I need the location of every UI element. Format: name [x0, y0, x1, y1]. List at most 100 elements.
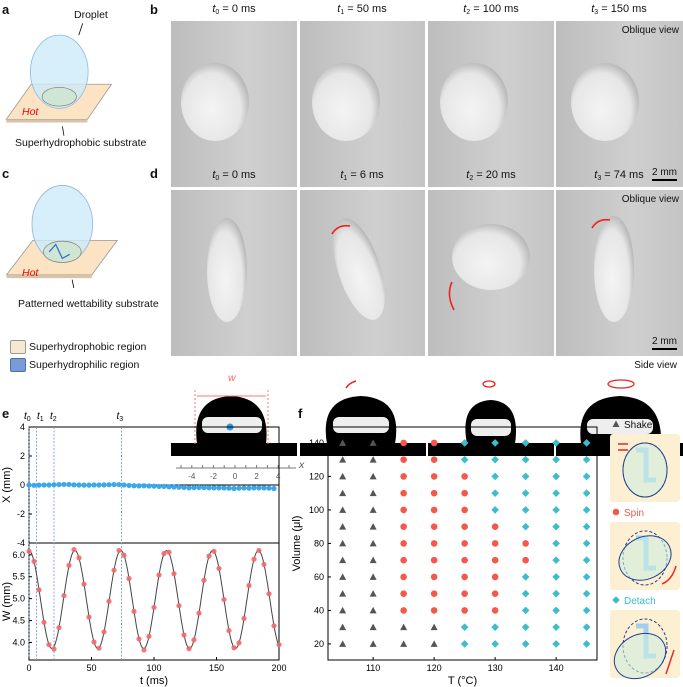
time-subscript: 2 [466, 9, 471, 16]
w-data-point [211, 548, 217, 554]
ruler-tick-label: -2 [210, 472, 218, 480]
x-data-point [56, 481, 62, 488]
view-label: Oblique view [621, 194, 679, 205]
data-point-detach [521, 640, 530, 648]
substrate-arrow [62, 126, 65, 136]
x-data-point [226, 485, 232, 491]
legend-label-shake: Shake [624, 420, 653, 431]
x-data-point [86, 482, 92, 488]
droplet-image [594, 216, 634, 322]
x-data-point [191, 485, 197, 491]
x-axis-title: t (ms) [140, 675, 168, 687]
data-point-spin [491, 573, 499, 581]
data-point-detach [491, 472, 499, 481]
ground [428, 443, 554, 456]
time-value: = 0 ms [219, 169, 256, 181]
data-point-detach [491, 506, 499, 514]
droplet-label: Droplet [74, 9, 108, 21]
x-tick-label: 150 [209, 663, 224, 673]
w-data-point [61, 592, 67, 599]
droplet-highlight [587, 419, 653, 434]
data-point-spin [400, 439, 407, 447]
x-data-point [31, 482, 37, 488]
scale-bar-label: 2 mm [652, 336, 677, 347]
x-data-point [151, 483, 157, 489]
data-point-detach [552, 489, 560, 497]
data-point-spin [522, 540, 529, 547]
scale-bar-label: 2 mm [652, 167, 677, 178]
data-point-shake [369, 606, 377, 614]
time-header: t2 = 100 ms [463, 2, 519, 16]
data-point-detach [552, 455, 560, 464]
data-point-spin [400, 540, 407, 547]
x-data-point [241, 485, 247, 491]
w-data-point [181, 632, 187, 638]
x-data-point [141, 483, 147, 489]
time-subscript: 1 [340, 9, 345, 16]
legend-item-superhydrophilic: Superhydrophilic region [10, 358, 139, 372]
time-value: = 20 ms [473, 169, 516, 181]
x-data-point [186, 485, 192, 491]
data-point-detach [521, 522, 530, 531]
arrow-path [448, 281, 455, 311]
contact-area [41, 86, 77, 107]
w-data-point [176, 603, 182, 609]
time-header: t0 = 0 ms [212, 2, 255, 16]
w-data-point [81, 581, 87, 587]
x-data-point [71, 482, 77, 488]
x-data-point [61, 481, 67, 488]
data-point-detach [460, 640, 469, 648]
w-data-point [226, 628, 232, 634]
legend-label-spin: Spin [624, 508, 644, 519]
data-point-detach [552, 539, 560, 548]
data-point-shake [339, 556, 347, 564]
legend-marker-spin [612, 508, 620, 516]
x-data-point [126, 482, 132, 489]
data-point-spin [430, 607, 438, 614]
droplet-arrow [78, 23, 84, 36]
data-point-spin [430, 456, 438, 463]
data-point-detach [491, 623, 499, 631]
data-point-shake [369, 539, 377, 547]
x-data-point [206, 485, 212, 491]
x-data-point [66, 481, 72, 488]
time-symbol: t [212, 3, 216, 15]
y-axis-title-w: W (mm) [1, 582, 13, 621]
w-data-point [86, 614, 92, 620]
data-point-detach [552, 506, 560, 514]
data-point-shake [430, 623, 438, 631]
time-symbol: t [594, 169, 598, 181]
x-tick-label: 110 [366, 663, 380, 673]
x-data-point [121, 482, 127, 488]
x-data-point [201, 485, 207, 491]
panel-label-b: b [150, 2, 158, 17]
x-data-point [261, 485, 267, 491]
x-data-point [271, 485, 277, 492]
data-point-detach [582, 506, 591, 514]
data-point-detach [582, 556, 591, 564]
data-point-shake [369, 439, 377, 446]
x-tick-label: 50 [86, 663, 96, 673]
y-tick-label: 4 [20, 422, 25, 432]
ruler-tick-label: 0 [233, 472, 238, 480]
y-tick-label: 6.0 [12, 550, 25, 560]
data-point-spin [461, 506, 468, 514]
time-symbol: t [337, 3, 341, 15]
w-data-point [141, 647, 147, 653]
droplet-outline [622, 442, 668, 498]
data-point-shake [430, 640, 438, 647]
x-data-point [156, 483, 162, 490]
x-data-point [36, 482, 42, 488]
data-point-shake [339, 606, 347, 614]
hydrophilic-pattern [48, 243, 70, 260]
w-data-point [56, 624, 62, 631]
y-tick-label: 5.0 [12, 594, 25, 604]
w-data-point [276, 642, 282, 648]
w-data-point [51, 646, 57, 652]
data-point-shake [369, 623, 377, 631]
data-point-spin [461, 523, 468, 530]
time-header: t1 = 6 ms [340, 168, 383, 182]
photo-frame [171, 21, 297, 187]
